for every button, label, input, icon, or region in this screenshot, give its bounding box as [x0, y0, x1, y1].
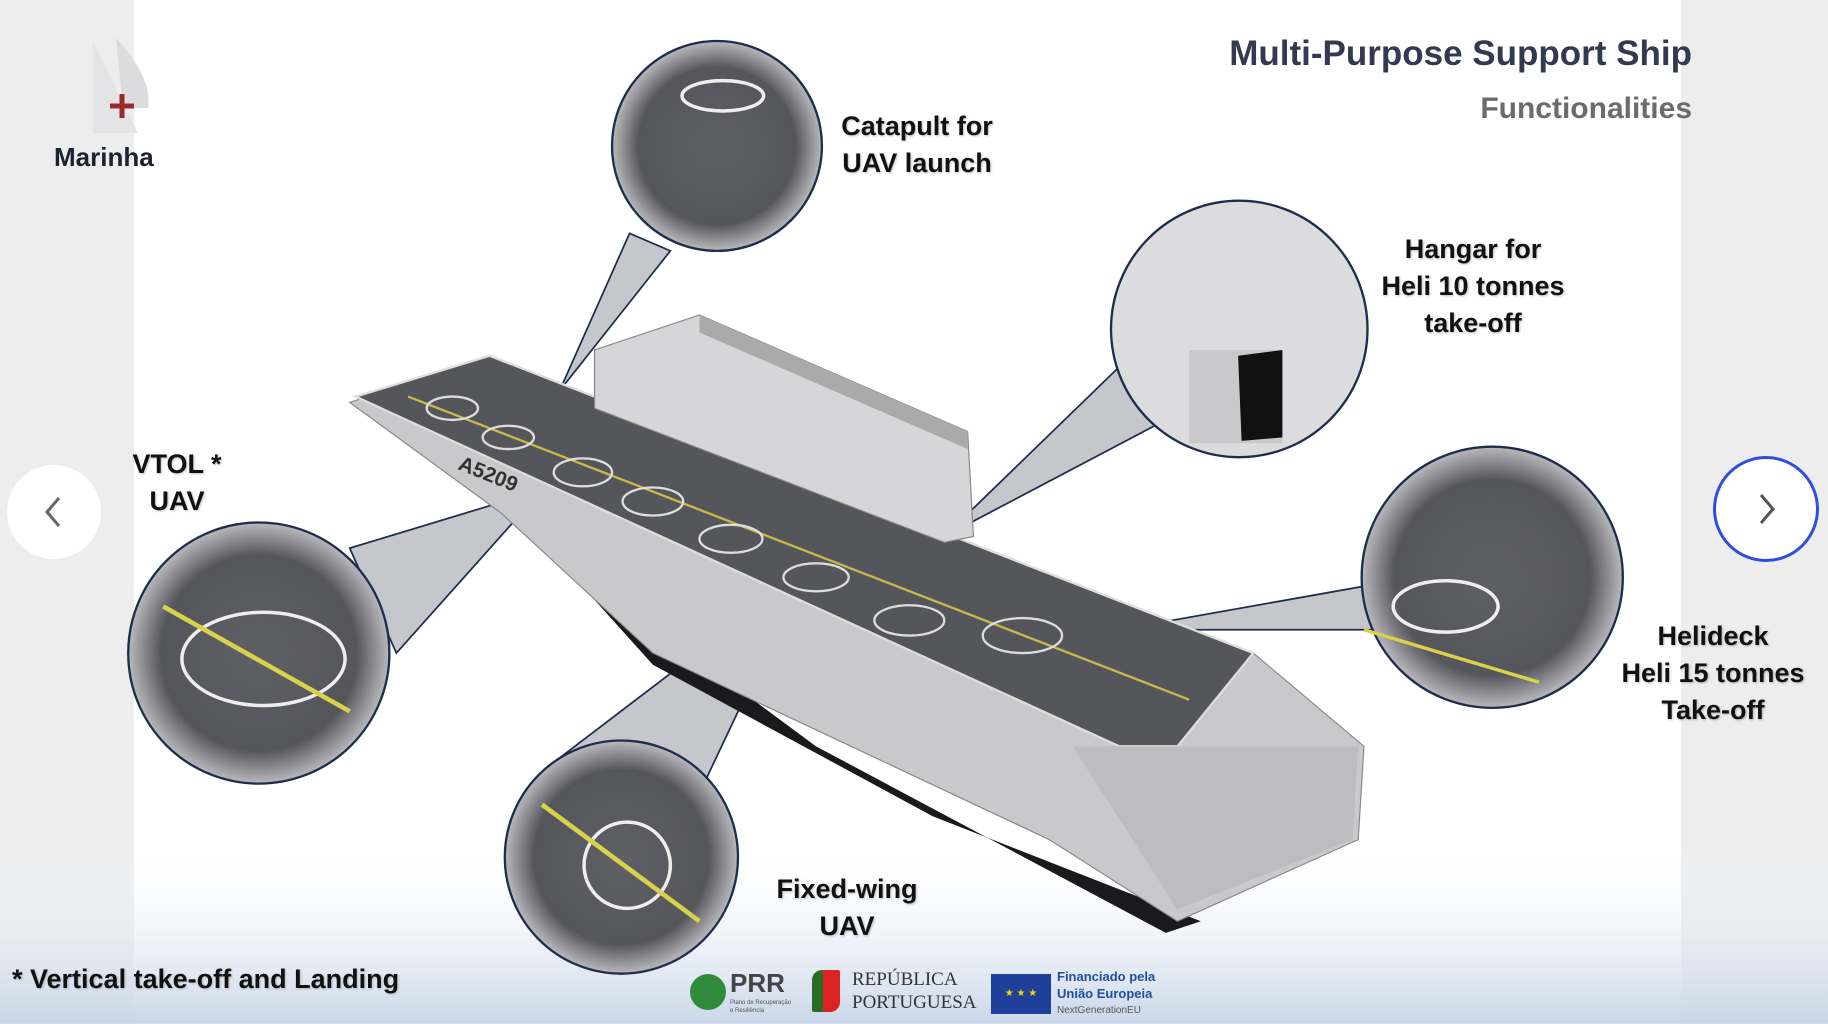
next-slide-button[interactable] — [1713, 456, 1819, 562]
callout-circle-vtol — [127, 521, 391, 785]
network-backdrop — [0, 839, 1828, 1024]
page-subtitle: Functionalities — [1480, 92, 1692, 125]
callout-circle-fixed-wing — [503, 739, 740, 975]
label-line: VTOL * — [132, 449, 222, 479]
callout-circle-helideck — [1360, 445, 1624, 710]
callout-pointers — [348, 232, 1389, 794]
callout-circle-hangar — [1109, 199, 1369, 459]
label-line: Hangar for — [1404, 234, 1542, 264]
label-line: UAV — [819, 911, 875, 941]
logo-text: Marinha — [54, 142, 154, 172]
label-vtol: VTOL * UAV — [107, 446, 247, 520]
label-line: Heli 15 tonnes — [1621, 658, 1805, 688]
previous-slide-button[interactable] — [7, 465, 101, 559]
label-line: Take-off — [1661, 695, 1765, 725]
label-line: Fixed-wing — [776, 874, 918, 904]
chevron-right-icon — [1759, 494, 1775, 524]
label-hangar: Hangar for Heli 10 tonnes take-off — [1353, 231, 1593, 342]
label-helideck: Helideck Heli 15 tonnes Take-off — [1593, 618, 1828, 729]
footnote: * Vertical take-off and Landing — [12, 964, 400, 994]
label-fixed-wing: Fixed-wing UAV — [747, 871, 947, 945]
label-line: Helideck — [1657, 621, 1769, 651]
prr-emblem-icon — [690, 973, 726, 1010]
label-catapult: Catapult for UAV launch — [817, 108, 1017, 182]
prr-logo: PRR Plano de Recuperação e Resiliência — [690, 968, 794, 1015]
label-line: take-off — [1424, 308, 1522, 338]
label-line: Catapult for — [841, 111, 993, 141]
label-line: Heli 10 tonnes — [1381, 271, 1565, 301]
republica-portuguesa-logo: REPÚBLICA PORTUGUESA — [812, 968, 976, 1014]
callout-circle-catapult — [610, 39, 824, 253]
eu-flag-icon: ★ ★ ★ — [991, 973, 1051, 1014]
chevron-left-icon — [45, 497, 61, 527]
republica-line: PORTUGUESA — [852, 992, 977, 1013]
eu-line: Financiado pela — [1057, 969, 1156, 984]
republica-line: REPÚBLICA — [852, 969, 958, 990]
label-line: UAV — [149, 486, 205, 516]
label-line: UAV launch — [842, 148, 992, 178]
eu-funding-logo: ★ ★ ★ Financiado pela União Europeia Nex… — [991, 968, 1155, 1019]
page-title: Multi-Purpose Support Ship — [1229, 34, 1692, 73]
eu-line: NextGenerationEU — [1057, 1005, 1141, 1016]
ship: A5209 — [348, 314, 1365, 933]
prr-name: PRR — [730, 968, 785, 998]
eu-line: União Europeia — [1057, 986, 1153, 1001]
sail-cross-emblem — [93, 38, 149, 133]
prr-subtitle: Plano de Recuperação e Resiliência — [730, 1000, 792, 1014]
portugal-flag-icon — [812, 970, 840, 1012]
